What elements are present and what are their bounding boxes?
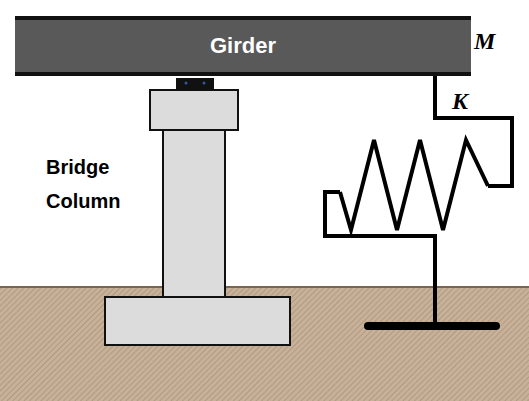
bearing (176, 78, 214, 90)
ground (0, 287, 529, 401)
bearing-bolt (185, 82, 188, 85)
column-shaft (163, 128, 225, 297)
node-title: Girder (210, 33, 276, 59)
base-frame (325, 192, 435, 326)
girder-beam: Girder (15, 16, 471, 76)
mass-frame (435, 70, 512, 186)
footing (105, 297, 290, 345)
ground-surface (0, 286, 529, 288)
column-cap (150, 90, 238, 130)
component-label: Bridge Column (46, 150, 150, 218)
spring-symbol (340, 140, 488, 230)
fixed-base (368, 322, 496, 330)
mass-symbol: M (474, 28, 495, 55)
stiffness-symbol: K (452, 88, 468, 115)
bearing-bolt (203, 82, 206, 85)
